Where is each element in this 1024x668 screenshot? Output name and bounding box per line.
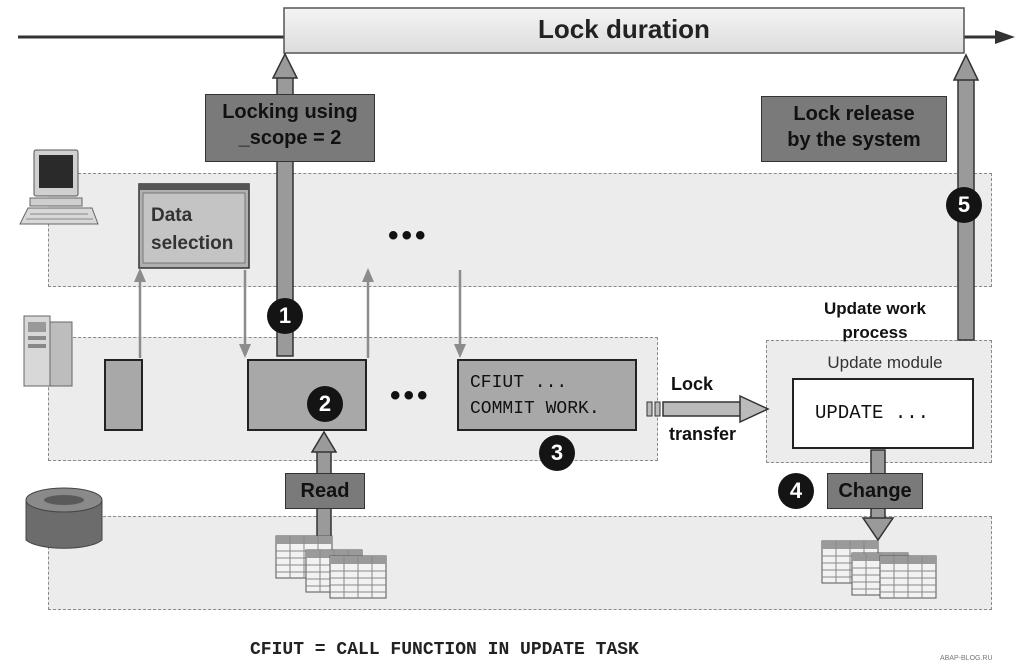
update-module-label: Update module — [827, 353, 943, 372]
table-icon-change-c — [879, 555, 937, 599]
dialog-step-box-2 — [247, 359, 367, 431]
locking-label-line1: Locking using — [222, 101, 358, 123]
update-code: UPDATE ... — [815, 402, 930, 424]
update-work-process-line1: Update work — [823, 299, 927, 318]
step-badge-1: 1 — [267, 298, 303, 334]
lock-duration-title: Lock duration — [538, 14, 710, 44]
cfiut-code: CFIUT ... COMMIT WORK. — [470, 370, 600, 422]
update-work-process-label: Update work process — [800, 297, 950, 345]
release-label-line1: Lock release — [793, 103, 915, 125]
data-selection-line1: Data — [151, 205, 193, 226]
read-label: Read — [285, 473, 365, 509]
cfiut-code-line1: CFIUT ... — [470, 373, 568, 393]
lock-transfer-arrow — [646, 394, 770, 424]
release-label-line2: by the system — [787, 129, 921, 151]
update-work-process-line2: process — [842, 323, 908, 342]
lock-transfer-label-2: transfer — [669, 424, 737, 444]
table-icon-read-c — [329, 555, 387, 599]
step-badge-3: 3 — [539, 435, 575, 471]
step-badge-4: 4 — [778, 473, 814, 509]
step-badge-2: 2 — [307, 386, 343, 422]
data-selection-label: Data selection — [151, 202, 233, 258]
dialog-step-box — [104, 359, 143, 431]
watermark: ABAP-BLOG.RU — [940, 655, 993, 662]
release-label: Lock release by the system — [761, 96, 947, 162]
footer-note: CFIUT = CALL FUNCTION IN UPDATE TASK — [250, 640, 639, 660]
change-label: Change — [827, 473, 923, 509]
lock-duration-bar — [283, 7, 965, 54]
desktop-computer-icon — [19, 149, 99, 225]
ellipsis-presentation: ••• — [388, 219, 429, 252]
cfiut-code-line2: COMMIT WORK. — [470, 399, 600, 419]
cfiut-box — [457, 359, 637, 431]
flow-arrows — [134, 268, 466, 358]
data-selection-window — [138, 183, 250, 269]
database-icon — [25, 487, 103, 549]
update-box — [792, 378, 974, 449]
step-badge-5: 5 — [946, 187, 982, 223]
server-icon — [23, 315, 73, 387]
lock-transfer-label-1: Lock — [671, 374, 714, 394]
data-selection-line2: selection — [151, 233, 234, 254]
locking-label: Locking using _scope = 2 — [205, 94, 375, 162]
locking-label-line2: _scope = 2 — [238, 127, 342, 149]
ellipsis-application: ••• — [390, 379, 431, 412]
